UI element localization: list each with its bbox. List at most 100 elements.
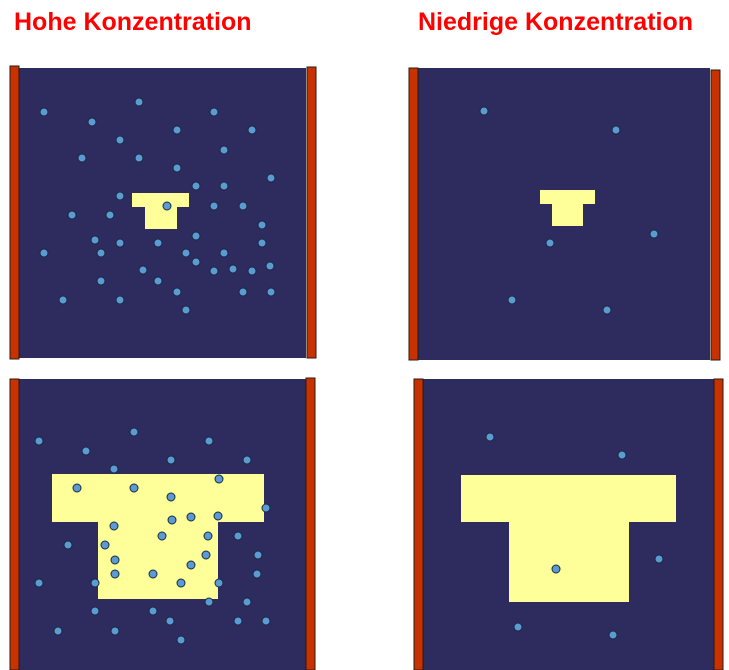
- particle: [234, 617, 242, 625]
- particle: [64, 541, 72, 549]
- particle: [167, 493, 175, 501]
- right-wall: [307, 67, 316, 358]
- low-concentration-large-shirt: [410, 376, 724, 670]
- right-wall: [306, 378, 315, 670]
- particle: [220, 182, 228, 190]
- particle: [239, 288, 247, 296]
- particle: [35, 437, 43, 445]
- particle: [68, 211, 76, 219]
- particle: [258, 239, 266, 247]
- high-concentration-small-shirt: [9, 66, 317, 360]
- particle: [612, 126, 620, 134]
- high-concentration-small-shirt-drawing: [9, 66, 317, 360]
- right-wall: [714, 379, 723, 670]
- particle: [210, 202, 218, 210]
- particle: [110, 465, 118, 473]
- particle: [609, 631, 617, 639]
- particle: [254, 551, 262, 559]
- particle: [220, 146, 228, 154]
- particle: [111, 556, 119, 564]
- particle: [135, 154, 143, 162]
- high-concentration-large-shirt: [9, 376, 317, 670]
- particle: [111, 627, 119, 635]
- particle: [101, 541, 109, 549]
- particle: [182, 306, 190, 314]
- particle: [205, 437, 213, 445]
- particle: [149, 607, 157, 615]
- left-wall: [414, 379, 423, 670]
- particle: [552, 565, 560, 573]
- particle: [97, 249, 105, 257]
- left-wall: [409, 68, 418, 360]
- particle: [262, 504, 270, 512]
- particle: [618, 451, 626, 459]
- particle: [163, 202, 171, 210]
- particle: [205, 598, 213, 606]
- particle: [192, 232, 200, 240]
- particle: [167, 456, 175, 464]
- particle: [154, 239, 162, 247]
- particle: [258, 221, 266, 229]
- particle: [110, 522, 118, 530]
- particle: [508, 296, 516, 304]
- particle: [130, 484, 138, 492]
- particle: [215, 579, 223, 587]
- particle: [229, 265, 237, 273]
- low-concentration-small-shirt: [407, 66, 722, 360]
- particle: [234, 532, 242, 540]
- particle: [215, 475, 223, 483]
- particle: [248, 126, 256, 134]
- particle: [177, 579, 185, 587]
- particle: [116, 192, 124, 200]
- particle: [173, 164, 181, 172]
- particle: [111, 570, 119, 578]
- particle: [248, 267, 256, 275]
- particle: [106, 211, 114, 219]
- particle: [253, 570, 261, 578]
- particle: [116, 296, 124, 304]
- particle: [239, 202, 247, 210]
- particle: [116, 239, 124, 247]
- particle: [168, 516, 176, 524]
- particle: [486, 433, 494, 441]
- particle: [40, 108, 48, 116]
- particle: [173, 288, 181, 296]
- particle: [204, 532, 212, 540]
- particle: [149, 570, 157, 578]
- particle: [91, 607, 99, 615]
- particle: [158, 532, 166, 540]
- particle: [54, 627, 62, 635]
- particle: [97, 277, 105, 285]
- particle: [91, 579, 99, 587]
- particle: [210, 267, 218, 275]
- particle: [266, 262, 274, 270]
- particle: [82, 447, 90, 455]
- particle: [187, 513, 195, 521]
- particle: [173, 126, 181, 134]
- particle: [40, 249, 48, 257]
- particle: [187, 561, 195, 569]
- particle: [655, 555, 663, 563]
- particle: [220, 249, 228, 257]
- particle: [650, 230, 658, 238]
- particle: [243, 456, 251, 464]
- particle: [88, 118, 96, 126]
- particle: [130, 428, 138, 436]
- particle: [262, 617, 270, 625]
- particle: [214, 512, 222, 520]
- particle: [192, 182, 200, 190]
- particle: [243, 598, 251, 606]
- particle: [91, 236, 99, 244]
- particle: [73, 484, 81, 492]
- particle: [139, 266, 147, 274]
- low-concentration-large-shirt-drawing: [410, 376, 724, 670]
- particle: [202, 551, 210, 559]
- particle: [182, 249, 190, 257]
- particle: [59, 296, 67, 304]
- right-wall: [711, 70, 720, 360]
- low-concentration-small-shirt-drawing: [407, 66, 722, 360]
- left-wall: [10, 379, 19, 670]
- particle: [35, 579, 43, 587]
- particle: [514, 623, 522, 631]
- particle: [135, 98, 143, 106]
